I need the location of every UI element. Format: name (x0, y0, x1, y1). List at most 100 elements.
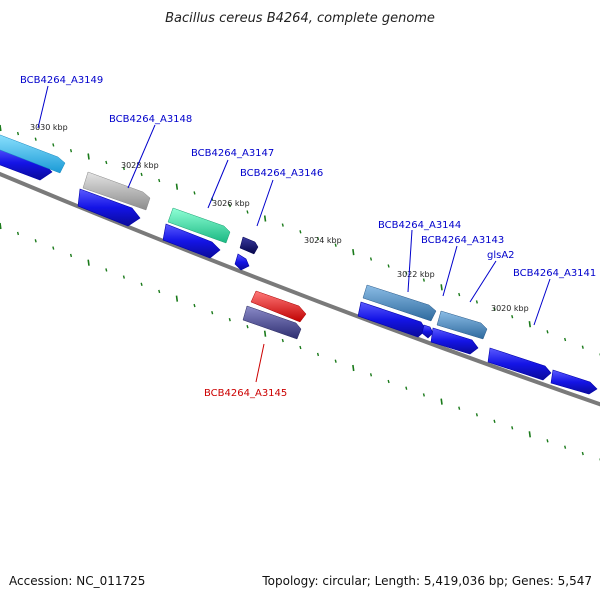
lower-tick (34, 239, 37, 243)
cog-block-a3144[interactable] (362, 284, 437, 322)
cds-arrow-a3147[interactable] (162, 223, 221, 259)
gene-labels: BCB4264_A3149 BCB4264_A3148 BCB4264_A314… (20, 75, 596, 399)
upper-tick (122, 166, 125, 171)
gene-label-a3143[interactable]: BCB4264_A3143 (421, 235, 504, 246)
upper-tick (105, 160, 108, 165)
upper-tick (69, 149, 73, 153)
kbp-label-3022: 3022 kbp (397, 270, 435, 279)
lower-tick (263, 330, 267, 337)
lower-tick (316, 352, 320, 357)
upper-tick (228, 203, 231, 208)
upper-tick (246, 210, 249, 214)
leader-lines (37, 85, 551, 383)
cds-arrow-a3141[interactable] (550, 369, 598, 395)
lower-tick (87, 259, 90, 266)
cds-arrow-a3146[interactable] (234, 253, 250, 271)
lower-tick (175, 295, 179, 302)
cds-arrow-a3143[interactable] (430, 327, 479, 355)
lower-tick (228, 318, 231, 322)
cog-block-a3148[interactable] (82, 171, 151, 211)
upper-tick (316, 236, 320, 241)
upper-tick (263, 215, 267, 222)
cog-block-a3145-bottom[interactable] (242, 305, 302, 340)
kbp-label-3030: 3030 kbp (30, 123, 68, 132)
upper-tick (140, 172, 143, 177)
lower-tick (281, 338, 284, 343)
upper-tick (564, 337, 567, 342)
upper-tick (175, 183, 179, 190)
lower-tick (193, 303, 196, 308)
kbp-label-3024: 3024 kbp (304, 236, 342, 245)
cog-track (0, 133, 488, 340)
lower-tick (369, 373, 373, 377)
cog-block-a3145-top[interactable] (250, 290, 307, 323)
upper-tick (440, 284, 443, 291)
upper-tick (52, 143, 55, 147)
lower-tick (511, 426, 514, 430)
upper-tick (387, 264, 390, 268)
upper-tick (34, 137, 37, 141)
lower-tick (581, 451, 584, 456)
lower-tick (405, 386, 408, 390)
lower-tick (546, 439, 549, 443)
cds-track (0, 147, 598, 395)
upper-tick (16, 131, 20, 136)
lower-tick (52, 246, 55, 250)
lower-tick (564, 445, 567, 449)
lower-tick (387, 379, 390, 384)
upper-tick (0, 124, 2, 132)
lower-tick (493, 419, 496, 423)
upper-tick (87, 153, 90, 160)
upper-tick (458, 292, 461, 297)
accession-text: Accession: NC_011725 (9, 574, 146, 588)
gene-label-a3141[interactable]: BCB4264_A3141 (513, 268, 596, 279)
lower-tick (211, 311, 214, 315)
cds-arrow-a3148[interactable] (77, 188, 141, 227)
lower-tick (299, 345, 302, 350)
lower-tick (440, 398, 443, 405)
lower-tick (0, 222, 2, 230)
genome-summary-text: Topology: circular; Length: 5,419,036 bp… (262, 574, 592, 588)
cds-arrow-a3144b[interactable] (421, 324, 434, 339)
upper-tick (352, 248, 355, 256)
upper-tick (493, 307, 496, 311)
gene-label-a3146[interactable]: BCB4264_A3146 (240, 168, 323, 179)
upper-tick (528, 321, 531, 328)
gene-label-a3147[interactable]: BCB4264_A3147 (191, 148, 274, 159)
upper-tick (405, 271, 408, 275)
upper-tick (369, 257, 373, 261)
lower-tick (140, 282, 143, 286)
cog-block-a3149[interactable] (0, 133, 66, 174)
lower-tick (475, 413, 478, 417)
lower-tick (69, 253, 73, 258)
cog-block-a3147[interactable] (167, 207, 231, 244)
lower-tick (458, 406, 461, 410)
upper-tick (475, 300, 478, 304)
lower-tick (16, 231, 20, 236)
cds-arrow-a3144[interactable] (357, 301, 427, 338)
cog-block-a3146[interactable] (239, 236, 259, 255)
kbp-label-3028: 3028 kbp (121, 161, 159, 170)
lower-tick (105, 268, 108, 272)
cog-block-a3143[interactable] (436, 310, 488, 340)
upper-tick (158, 178, 161, 183)
kbp-label-3020: 3020 kbp (491, 304, 529, 313)
gene-label-a3149[interactable]: BCB4264_A3149 (20, 75, 103, 86)
upper-tick (281, 223, 284, 227)
map-title: Bacillus cereus B4264, complete genome (165, 11, 435, 26)
gene-label-a3144[interactable]: BCB4264_A3144 (378, 220, 461, 231)
genome-backbone (0, 171, 600, 407)
gene-label-glsA2[interactable]: glsA2 (487, 250, 515, 261)
lower-tick (246, 325, 249, 329)
cds-arrow-glsA2[interactable] (487, 347, 552, 381)
lower-tick (422, 393, 425, 397)
kbp-labels: 3030 kbp 3028 kbp 3026 kbp 3024 kbp 3022… (30, 123, 529, 313)
kbp-label-3026: 3026 kbp (212, 199, 250, 208)
gene-label-a3145[interactable]: BCB4264_A3145 (204, 388, 287, 399)
upper-tick (299, 230, 302, 234)
upper-tick (193, 191, 196, 195)
upper-tick (334, 243, 337, 247)
gene-label-a3148[interactable]: BCB4264_A3148 (109, 114, 192, 125)
lower-tick (334, 359, 337, 363)
